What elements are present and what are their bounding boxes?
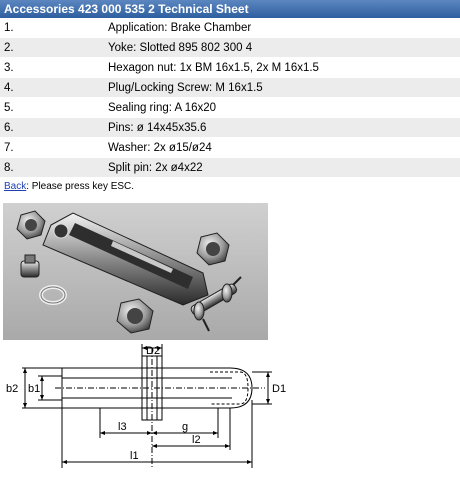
spec-row-text: Sealing ring: A 16x20 <box>108 101 217 114</box>
spec-row: 3. Hexagon nut: 1x BM 16x1.5, 2x M 16x1.… <box>0 58 460 78</box>
technical-drawing: D2 b2 b1 D1 l3 g l2 l1 <box>0 338 300 475</box>
spec-row: 6. Pins: ø 14x45x35.6 <box>0 118 460 138</box>
yoke-part <box>42 212 209 306</box>
dim-label-g: g <box>182 421 188 433</box>
spec-row-text: Split pin: 2x ø4x22 <box>108 161 203 174</box>
spec-row: 8. Split pin: 2x ø4x22 <box>0 158 460 178</box>
product-photo <box>3 203 268 340</box>
spec-row-text: Yoke: Slotted 895 802 300 4 <box>108 41 253 54</box>
spec-row-number: 7. <box>4 141 14 154</box>
locking-screw <box>20 254 40 278</box>
spec-table: 1. Application: Brake Chamber 2. Yoke: S… <box>0 18 460 178</box>
spec-row: 4. Plug/Locking Screw: M 16x1.5 <box>0 78 460 98</box>
back-link[interactable]: Back <box>4 181 27 192</box>
hex-nut <box>196 232 230 266</box>
dim-label-d2: D2 <box>146 345 160 357</box>
technical-drawing-graphic: D2 b2 b1 D1 l3 g l2 l1 <box>6 344 286 468</box>
pin-assembly <box>190 276 242 332</box>
dim-label-b1: b1 <box>28 383 40 395</box>
spec-row-text: Plug/Locking Screw: M 16x1.5 <box>108 81 263 94</box>
spec-row-number: 6. <box>4 121 14 134</box>
hex-nut <box>16 210 46 240</box>
spec-row-number: 2. <box>4 41 14 54</box>
spec-row-number: 5. <box>4 101 14 114</box>
spec-row: 2. Yoke: Slotted 895 802 300 4 <box>0 38 460 58</box>
spec-row-number: 3. <box>4 61 14 74</box>
spec-row-text: Application: Brake Chamber <box>108 21 252 34</box>
spec-row-text: Hexagon nut: 1x BM 16x1.5, 2x M 16x1.5 <box>108 61 319 74</box>
spec-row: 5. Sealing ring: A 16x20 <box>0 98 460 118</box>
spec-row: 1. Application: Brake Chamber <box>0 18 460 38</box>
spec-row-number: 1. <box>4 21 14 34</box>
product-photo-graphic <box>3 203 268 340</box>
sheet-header: Accessories 423 000 535 2 Technical Shee… <box>0 0 460 18</box>
sealing-ring <box>39 285 67 305</box>
back-hint: : Please press key ESC. <box>26 181 135 192</box>
spec-row-text: Washer: 2x ø15/ø24 <box>108 141 212 154</box>
spec-row-text: Pins: ø 14x45x35.6 <box>108 121 207 134</box>
spec-row-number: 8. <box>4 161 14 174</box>
dim-label-b2: b2 <box>6 383 18 395</box>
dim-label-l3: l3 <box>118 421 127 433</box>
dim-label-d1: D1 <box>272 383 286 395</box>
dim-label-l2: l2 <box>192 434 201 446</box>
spec-row-number: 4. <box>4 81 14 94</box>
sheet-title: Accessories 423 000 535 2 Technical Shee… <box>4 2 249 16</box>
hex-nut <box>116 298 154 334</box>
back-line: Back: Please press key ESC. <box>4 181 134 192</box>
dim-label-l1: l1 <box>130 450 139 462</box>
spec-row: 7. Washer: 2x ø15/ø24 <box>0 138 460 158</box>
